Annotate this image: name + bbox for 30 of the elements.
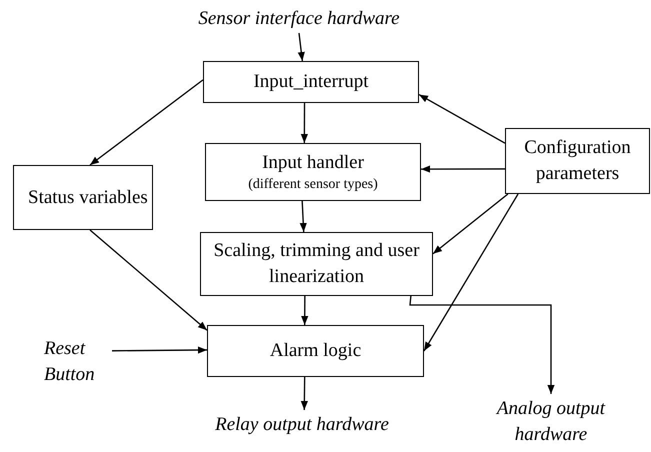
arrow [300,200,307,232]
arrow [300,103,308,143]
arrow [418,94,506,144]
node-subtitle: (different sensor types) [248,176,378,194]
node-title: Input handler [262,151,364,175]
arrow [423,194,519,352]
node-title: Status variables [28,186,148,210]
process-box [505,128,650,194]
process-box [203,61,419,103]
process-box [205,143,421,201]
process-box [13,165,153,230]
arrow [298,32,305,62]
node-title: Analog output hardware [494,397,606,447]
node-title: Reset Button [44,337,96,387]
arrow [90,230,208,331]
process-box [200,232,433,296]
node-title: Input_interrupt [253,70,369,94]
arrow [90,79,204,166]
node-title: Scaling, trimming and user linearization [212,239,420,289]
node-title: Alarm logic [270,339,362,363]
arrow [300,377,308,410]
node-title: Relay output hardware [215,413,389,437]
node-title: Sensor interface hardware [198,7,400,31]
arrow [301,296,308,325]
arrow [421,165,505,173]
arrow [432,194,508,254]
process-box [207,325,424,377]
node-title: Configuration parameters [523,136,632,186]
arrow [409,296,555,394]
arrow [112,346,207,354]
